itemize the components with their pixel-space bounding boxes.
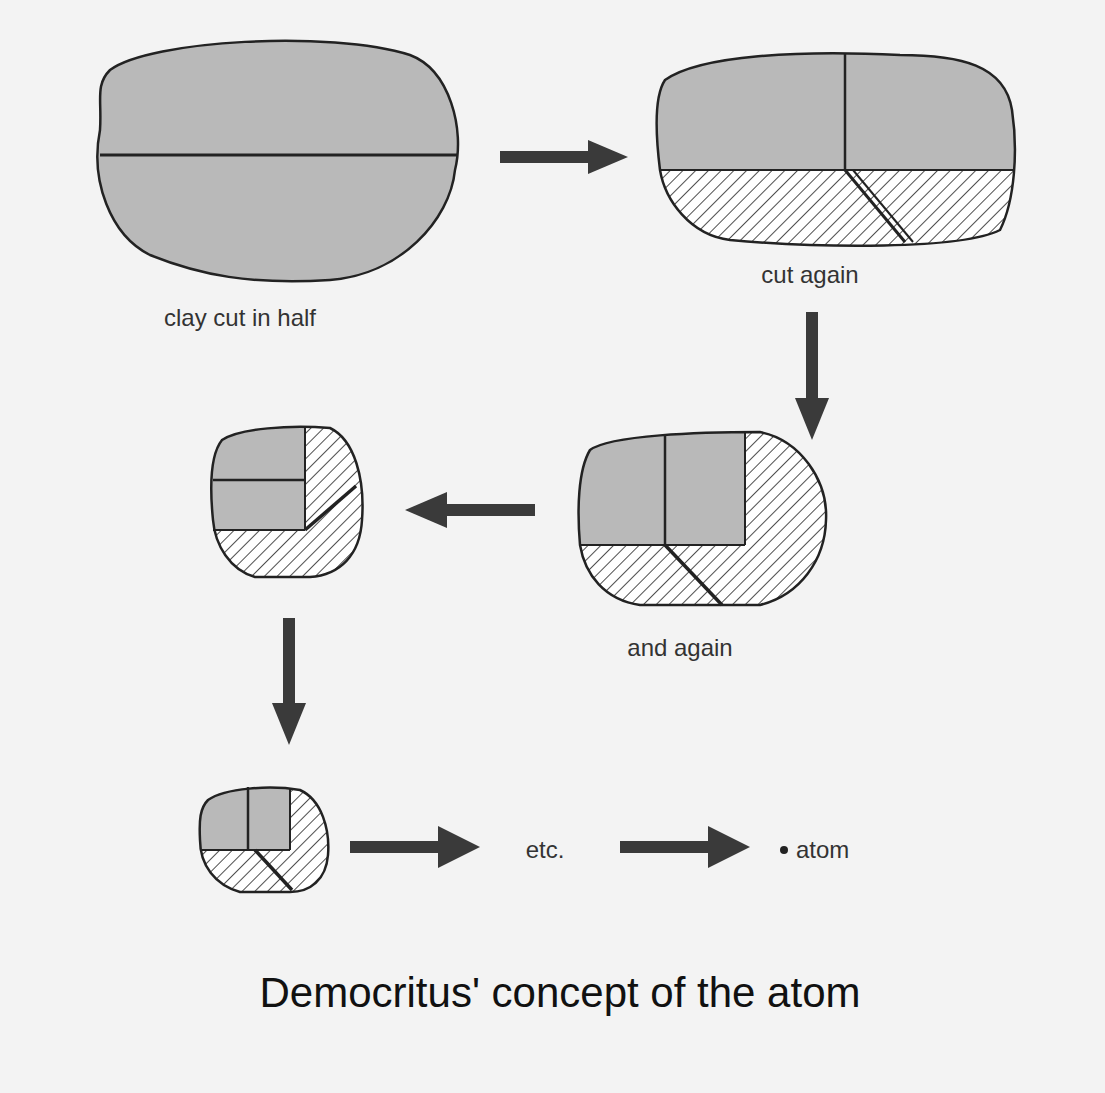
- step-label: and again: [627, 635, 732, 661]
- flow-arrow: [272, 140, 829, 868]
- figure-caption: Democritus' concept of the atom: [260, 970, 861, 1016]
- clay-quarter: [650, 53, 1025, 260]
- step-label: etc.: [526, 837, 565, 863]
- clay-piece: [572, 428, 835, 613]
- clay-lump: [97, 41, 458, 281]
- step-label: atom: [796, 837, 849, 863]
- clay-piece: [195, 780, 335, 900]
- step-label: clay cut in half: [164, 305, 316, 331]
- clay-piece: [205, 420, 370, 585]
- step-label: cut again: [761, 262, 858, 288]
- atom-dot: [780, 846, 788, 854]
